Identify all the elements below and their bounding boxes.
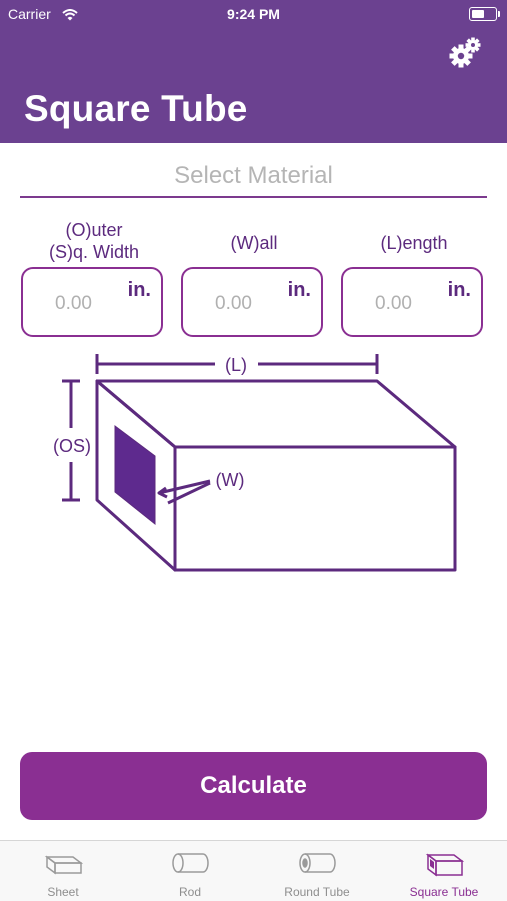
wall-label: (W)all [230,233,278,253]
battery-icon [469,7,500,21]
tab-square-tube[interactable]: Square Tube [381,841,507,901]
length-field[interactable]: 0.00 in. [341,267,483,337]
carrier-label: Carrier [8,6,51,22]
square-tube-diagram: (L) (OS) (W) [53,354,457,572]
length-dimension-label: (L) [225,355,247,375]
page-title: Square Tube [24,88,248,129]
outer-width-label: (O)uter (S)q. Width [21,219,167,263]
length-placeholder: 0.00 [375,293,412,314]
wall-dimension-label: (W) [216,470,245,490]
header: Carrier 9:24 PM [0,0,507,143]
status-bar: Carrier 9:24 PM [0,6,507,24]
square-tube-icon [425,853,464,877]
tab-round-tube[interactable]: Round Tube [254,841,380,901]
calculate-button[interactable]: Calculate [20,752,487,820]
round-tube-icon [299,853,336,873]
tab-bar: Sheet Rod Round Tube [0,840,507,901]
outer-width-dimension-label: (OS) [53,436,91,456]
wall-unit: in. [287,279,311,301]
length-label: (L)ength [380,233,448,253]
select-material-picker[interactable]: Select Material [20,162,487,198]
tab-rod[interactable]: Rod [127,841,253,901]
outer-width-label-line1: (O)uter [65,220,123,240]
sheet-icon [44,855,83,875]
rod-icon [172,853,209,873]
outer-width-placeholder: 0.00 [55,293,92,314]
outer-width-field[interactable]: 0.00 in. [21,267,163,337]
length-unit: in. [447,279,471,301]
outer-width-label-line2: (S)q. Width [48,242,140,262]
tab-sheet-label: Sheet [47,885,79,899]
wall-placeholder: 0.00 [215,293,252,314]
wall-field[interactable]: 0.00 in. [181,267,323,337]
tab-square-tube-label: Square Tube [409,885,479,899]
status-time: 9:24 PM [227,6,280,22]
wifi-icon [62,8,78,24]
gear-icon[interactable] [449,36,483,70]
outer-width-unit: in. [127,279,151,301]
tab-rod-label: Rod [178,885,201,899]
tab-sheet[interactable]: Sheet [0,841,126,901]
tab-round-tube-label: Round Tube [284,885,350,899]
